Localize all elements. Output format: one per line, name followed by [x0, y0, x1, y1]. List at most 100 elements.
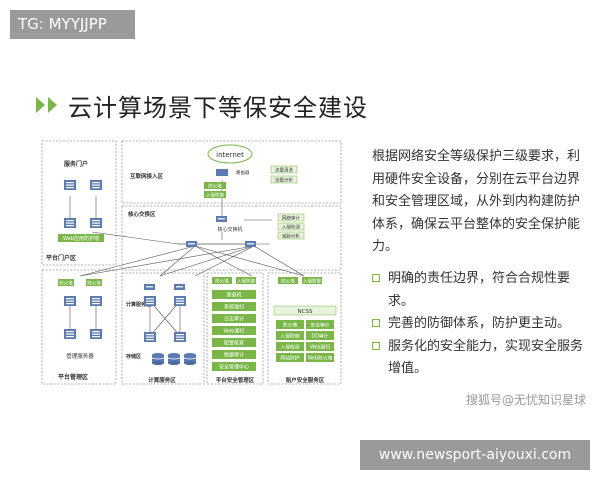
plat-item-label: 系统漏扫	[224, 304, 244, 311]
plat-fw-label: 防火墙	[215, 278, 229, 285]
bullet-item: 服务化的安全能力，实现安全服务增值。	[372, 336, 590, 381]
net-audit-box	[277, 213, 305, 222]
threat-analysis-box	[277, 231, 305, 240]
ncss-box	[273, 305, 337, 316]
watermark-url-banner: www.newsport-aiyouxi.com	[360, 440, 590, 470]
tenant-ips-bar	[302, 277, 322, 284]
tenant-item-label: 防火墙	[283, 322, 298, 329]
portal-zone-label: 平台门户区	[46, 254, 76, 262]
plat-fw-bar	[212, 277, 232, 284]
flow-clean-box	[270, 165, 298, 174]
database-icon	[167, 352, 181, 366]
switch-icon	[144, 284, 155, 290]
platform-mgmt-zone-label: 平台管理区	[58, 373, 88, 381]
page-title: 云计算场景下等保安全建设	[68, 93, 368, 122]
database-icon	[151, 352, 165, 366]
tenant-item-bar	[276, 353, 304, 362]
fw-b-label: 防火墙	[87, 280, 101, 287]
tenant-ips-label: 入侵防御	[303, 278, 321, 285]
plat-item-bar	[212, 314, 256, 323]
platform-security-zone-label: 平台安全管理区	[216, 376, 255, 384]
server-icon	[64, 296, 76, 306]
security-architecture-diagram: 服务门户 Web应用防护墙 平台门户区 防火墙 防火墙 管理服务器 平台管理区 …	[41, 140, 342, 385]
ids-label: 入侵检测	[282, 224, 300, 231]
aggregation-switch-icon	[186, 241, 197, 247]
flow-clean-label: 流量清洗	[275, 167, 293, 174]
fw-a-bar	[58, 279, 74, 286]
connection-lines	[69, 180, 305, 337]
tenant-item-bar	[276, 342, 304, 351]
core-switch-label: 核心交换机	[217, 226, 242, 233]
tenant-security-zone-label: 租户安全服务区	[286, 376, 325, 384]
plat-item-bar	[212, 350, 256, 359]
tenant-item-bar	[306, 353, 334, 362]
watermark-tg-badge: TG: MYYJJPP	[10, 10, 135, 39]
tenant-item-label: Web防火墙	[308, 355, 333, 362]
bullet-text: 完善的防御体系，防护更主动。	[388, 316, 571, 331]
server-icon	[90, 180, 102, 190]
server-icon	[174, 296, 186, 306]
plat-ips-label: 入侵防御	[237, 278, 255, 285]
plat-item-bar	[212, 338, 256, 347]
double-chevron-icon	[34, 95, 62, 115]
inet-ips-bar	[204, 191, 226, 198]
core-switch-icon	[216, 216, 227, 222]
server-icon	[64, 218, 76, 228]
flow-analysis-box	[270, 175, 298, 184]
tenant-item-bar	[306, 342, 334, 351]
bullet-item: 明确的责任边界，符合合规性要求。	[372, 268, 590, 313]
zone-borders	[41, 140, 342, 385]
server-icon	[144, 332, 156, 342]
plat-item-label: 配置核查	[224, 340, 244, 347]
inet-fw-bar	[204, 182, 226, 189]
server-icon	[90, 218, 102, 228]
plat-ips-bar	[236, 277, 256, 284]
tenant-item-bar	[276, 331, 304, 340]
mgmt-server-label: 管理服务器	[66, 352, 94, 360]
storage-zone-label: 存储区	[125, 353, 141, 360]
switch-icon	[174, 284, 185, 290]
tenant-item-label: Web漏扫	[310, 344, 330, 351]
plat-item-bar	[212, 290, 256, 299]
plat-item-bar	[212, 362, 256, 371]
ncss-label: NCSS	[298, 309, 313, 315]
tenant-item-bar	[306, 320, 334, 329]
core-zone-label: 核心交换区	[128, 210, 156, 218]
inet-fw-label: 防火墙	[208, 183, 222, 190]
threat-analysis-label: 威胁分析	[282, 233, 300, 240]
bullet-text: 明确的责任边界，符合合规性要求。	[388, 271, 571, 309]
tenant-item-label: 入侵防御	[280, 333, 299, 340]
description-text: 根据网络安全等级保护三级要求，利用硬件安全设备，分别在云平台边界和安全管理区域，…	[372, 149, 581, 254]
source-watermark: 搜狐号@无忧知识星球	[466, 393, 587, 407]
fw-b-bar	[86, 279, 102, 286]
web-app-fw-bar	[58, 234, 104, 242]
bullet-text: 服务化的安全能力，实现安全服务增值。	[388, 338, 584, 377]
plat-item-bar	[212, 302, 256, 311]
server-icon	[144, 296, 156, 306]
flow-analysis-label: 流量分析	[275, 177, 293, 184]
tenant-fw-bar	[278, 277, 298, 284]
server-icon	[64, 329, 76, 339]
router-label: 路由器	[236, 169, 250, 176]
bullet-item: 完善的防御体系，防护更主动。	[372, 313, 590, 336]
bullet-list: 明确的责任边界，符合合规性要求。 完善的防御体系，防护更主动。 服务化的安全能力…	[372, 268, 590, 381]
tenant-item-label: 安全审计	[310, 322, 329, 329]
compute-zone-label: 计算服务区	[126, 301, 151, 308]
web-app-fw-label: Web应用防护墙	[63, 235, 99, 242]
plat-item-label: 日志审计	[224, 316, 244, 323]
router-icon	[216, 169, 228, 176]
plat-item-label: 堡垒机	[226, 292, 241, 299]
internet-zone-label: 互联网接入区	[130, 172, 164, 180]
tenant-item-label: 入侵检测	[280, 344, 299, 351]
aggregation-switch-icon	[245, 241, 256, 247]
tenant-item-label: DD审计	[312, 333, 329, 340]
database-icon	[183, 352, 197, 366]
server-icon	[174, 332, 186, 342]
server-icon	[90, 296, 102, 306]
server-icon	[90, 329, 102, 339]
plat-item-label: Web漏扫	[224, 328, 245, 335]
checkbox-square-icon	[372, 341, 380, 350]
tenant-item-label: 网站防护	[280, 355, 299, 362]
checkbox-square-icon	[372, 319, 380, 327]
